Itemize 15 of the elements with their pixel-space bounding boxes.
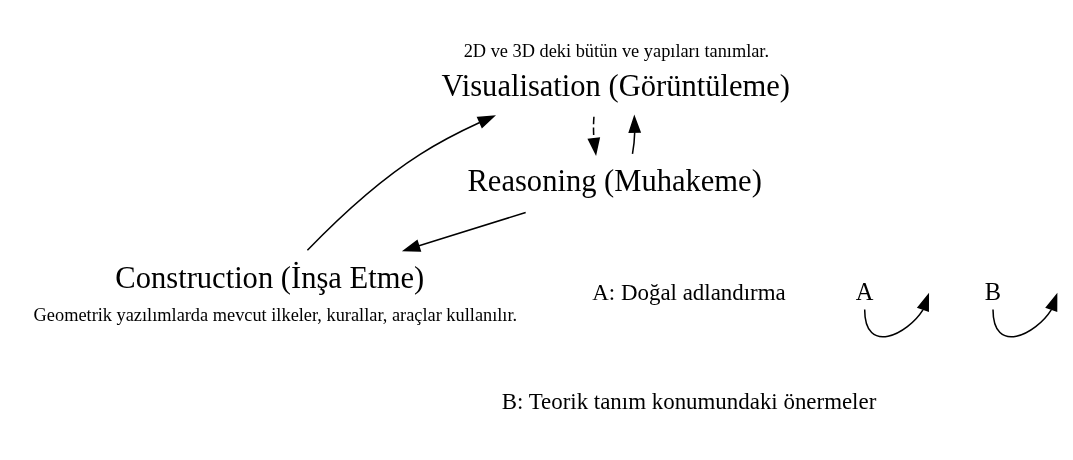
arrow (992, 292, 1058, 338)
node-text: B (984, 277, 1002, 305)
node-text: Reasoning (Muhakeme) (467, 164, 762, 199)
arrow (587, 115, 601, 157)
node-label: 2D ve 3D deki bütün ve yapıları tanımlar. (463, 40, 770, 61)
arrow (863, 292, 930, 338)
node-text: Construction (İnşa Etme) (115, 261, 425, 296)
node-label: Geometrik yazılımlarda mevcut ilkeler, kurallar, araçlar kullanılır. (33, 305, 518, 326)
node-text: A (855, 277, 874, 305)
node-text: Visualisation (Görüntüleme) (441, 68, 791, 103)
label: A: Doğal adlandırma (592, 279, 786, 305)
label: B: Teorik tanım konumundaki önermeler (501, 388, 877, 414)
arrow (401, 211, 527, 252)
arrow (628, 114, 642, 155)
arrow (306, 115, 496, 252)
